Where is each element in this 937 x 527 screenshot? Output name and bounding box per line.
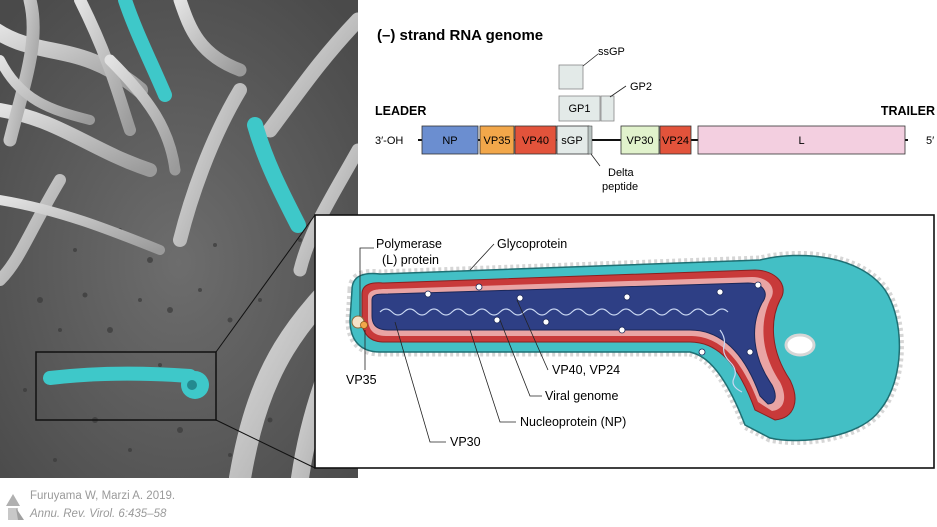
gene-vp35-label: VP35 — [484, 135, 511, 147]
vp35-protein — [360, 321, 368, 329]
ssgp-label: ssGP — [598, 46, 625, 58]
end-3prime-label: 3′-OH — [375, 135, 403, 147]
gene-vp35 — [479, 125, 515, 155]
nucleocapsid — [371, 282, 776, 405]
gene-vp24 — [659, 125, 692, 155]
citation-authors: Furuyama W, Marzi A. 2019. — [30, 490, 176, 502]
genome-map: (–) strand RNA genome ssGP GP1 GP2 LEADE… — [375, 27, 935, 193]
gene-vp40 — [514, 125, 557, 155]
vp30-label: VP30 — [450, 435, 481, 449]
vp40-vp24-label: VP40, VP24 — [552, 363, 620, 377]
delta-label-1: Delta — [608, 167, 635, 179]
end-5prime-label: 5′ — [926, 135, 934, 147]
protein-dots — [424, 281, 762, 356]
zoom-line-top — [215, 214, 316, 353]
polymerase-label-1: Polymerase — [376, 237, 442, 251]
citation-journal: Annu. Rev. Virol. 6:435–58 — [30, 508, 167, 520]
viral-genome-label: Viral genome — [545, 389, 618, 403]
glycoprotein-label: Glycoprotein — [497, 237, 567, 251]
gp2-box — [600, 95, 615, 122]
journal-logo — [6, 494, 24, 520]
nucleoprotein-label: Nucleoprotein (NP) — [520, 415, 626, 429]
gene-np — [421, 125, 479, 155]
inset-box — [35, 351, 217, 421]
gene-np-label: NP — [442, 135, 457, 147]
zoom-line-bottom — [215, 419, 316, 469]
gene-vp30-label: VP30 — [627, 135, 654, 147]
polymerase-label-2: (L) protein — [382, 253, 439, 267]
electron-micrograph — [0, 0, 358, 478]
gp1-box — [558, 95, 601, 122]
viral-genome-strand — [379, 308, 729, 316]
gene-vp30 — [620, 125, 660, 155]
gene-l-label: L — [798, 135, 804, 147]
gp1-label: GP1 — [568, 103, 590, 115]
citation: Furuyama W, Marzi A. 2019. Annu. Rev. Vi… — [0, 488, 260, 527]
delta-label-2: peptide — [602, 181, 638, 193]
gene-vp24-label: VP24 — [662, 135, 689, 147]
gene-l — [697, 125, 906, 155]
genome-title: (–) strand RNA genome — [377, 27, 543, 44]
ssgp-box — [558, 64, 584, 90]
leader-label: LEADER — [375, 104, 426, 118]
vp35-label: VP35 — [346, 373, 377, 387]
gene-sgp — [556, 125, 590, 155]
gene-vp40-label: VP40 — [522, 135, 549, 147]
delta-peptide-segment — [587, 125, 593, 155]
glycoprotein-cluster — [784, 333, 816, 357]
gp2-label: GP2 — [630, 81, 652, 93]
gene-sgp-label: sGP — [561, 135, 582, 147]
virion-schematic: Polymerase (L) protein Glycoprotein VP35… — [215, 214, 935, 469]
trailer-label: TRAILER — [881, 104, 935, 118]
